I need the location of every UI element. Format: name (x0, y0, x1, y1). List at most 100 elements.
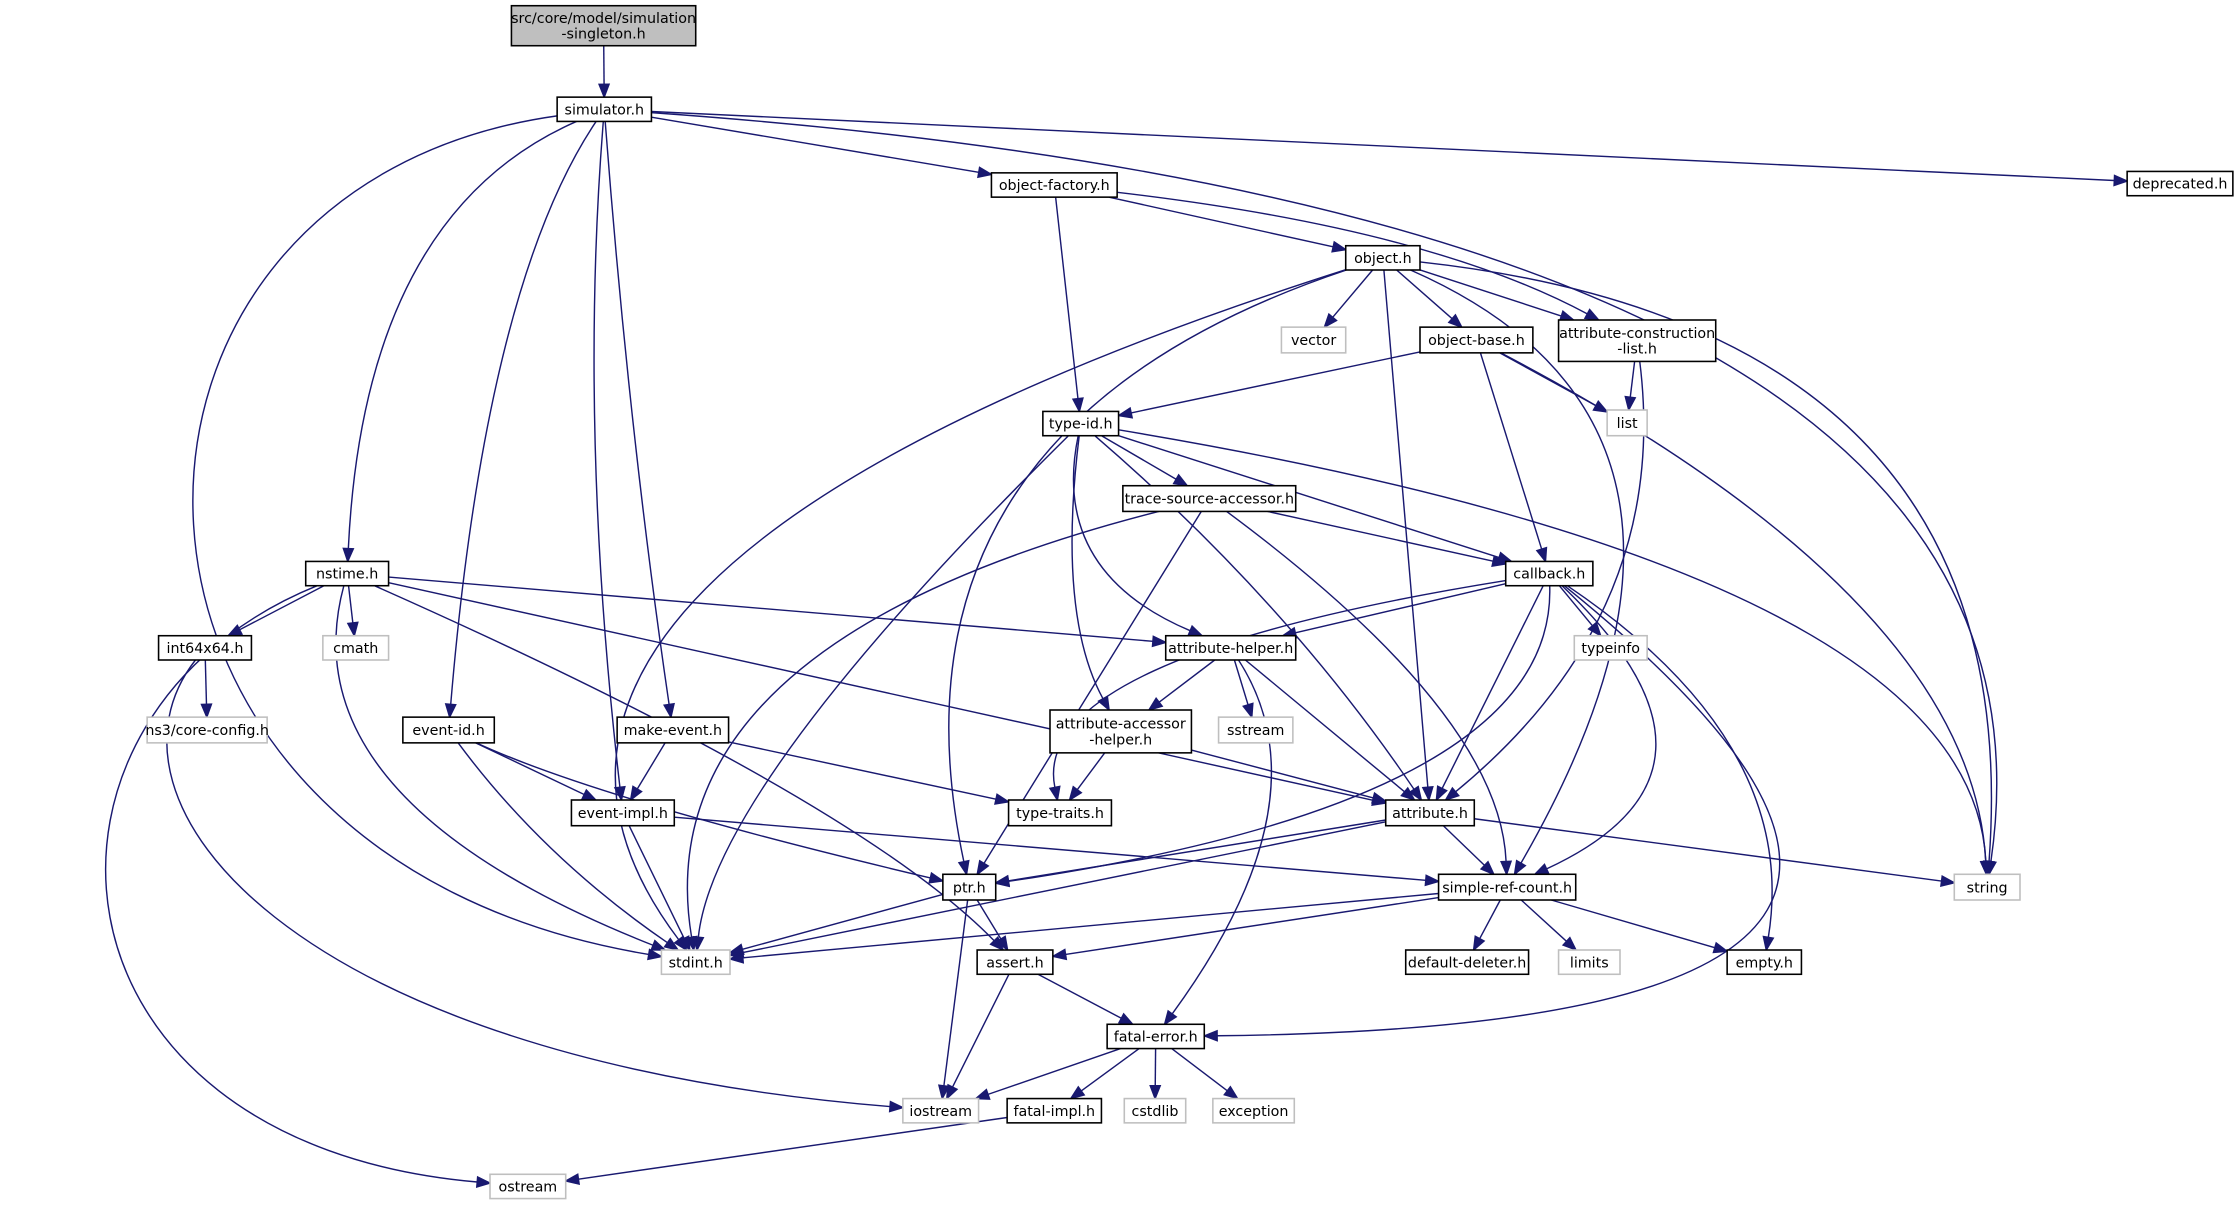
edge-make-event-to-event-impl (629, 742, 666, 802)
node-event-id[interactable]: event-id.h (402, 716, 496, 744)
node-attribute[interactable]: attribute.h (1384, 799, 1476, 827)
node-attribute-helper[interactable]: attribute-helper.h (1164, 634, 1297, 661)
edge-line (1076, 752, 1106, 791)
node-box (1606, 409, 1648, 437)
edge-attribute-helper-to-fatal-error (1163, 659, 1273, 1026)
edge-simulator-to-object-factory (651, 116, 994, 179)
node-attribute-construction-list[interactable]: attribute-construction-list.h (1557, 319, 1717, 363)
edge-line (728, 741, 997, 800)
edge-simulator-to-event-impl (593, 121, 626, 802)
edge-line (742, 893, 944, 951)
node-label: exception (1219, 1104, 1289, 1120)
node-int64x64[interactable]: int64x64.h (157, 634, 253, 661)
node-label: list (1617, 416, 1638, 432)
edge-type-id-to-attribute-helper (1072, 435, 1204, 637)
node-list: list (1606, 409, 1648, 437)
node-stdint: stdint.h (660, 949, 731, 976)
node-label: ns3/core-config.h (145, 723, 269, 739)
node-label: default-deleter.h (1408, 955, 1526, 971)
arrowhead-icon (1071, 397, 1084, 414)
arrowhead-icon (994, 793, 1011, 805)
arrowhead-icon (1068, 785, 1083, 802)
edge-event-impl-to-stdint (628, 825, 691, 952)
node-nstime[interactable]: nstime.h (304, 560, 390, 587)
edge-line (450, 121, 597, 705)
node-box (1437, 873, 1577, 901)
node-make-event[interactable]: make-event.h (616, 716, 730, 744)
node-label: cmath (333, 641, 378, 657)
arrowhead-icon (1223, 1085, 1240, 1100)
node-label: object-base.h (1428, 333, 1525, 349)
arrowhead-icon (728, 943, 745, 955)
edge-attribute-accessor-helper-to-attribute (1191, 749, 1388, 804)
edge-line (475, 742, 585, 796)
edge-object-to-attribute (1383, 269, 1434, 802)
node-attribute-accessor-helper[interactable]: attribute-accessor-helper.h (1049, 709, 1193, 754)
edge-callback-to-attribute (1435, 585, 1544, 802)
node-type-traits[interactable]: type-traits.h (1007, 799, 1113, 827)
node-cmath: cmath (322, 634, 390, 661)
node-label: cstdlib (1132, 1104, 1179, 1120)
arrowhead-icon (650, 939, 667, 951)
node-default-deleter[interactable]: default-deleter.h (1404, 949, 1530, 976)
arrowhead-icon (1712, 941, 1730, 954)
edge-object-to-vector (1323, 269, 1374, 329)
edge-line (1629, 361, 1636, 398)
node-assert[interactable]: assert.h (976, 949, 1054, 976)
node-deprecated[interactable]: deprecated.h (2126, 170, 2234, 197)
node-object-factory[interactable]: object-factory.h (990, 172, 1118, 198)
edge-line (1008, 819, 1386, 882)
node-root[interactable]: src/core/model/simulation-singleton.h (510, 4, 697, 47)
edge-line (1101, 435, 1177, 480)
node-simulator[interactable]: simulator.h (556, 96, 653, 123)
edge-simulator-to-deprecated (651, 110, 2130, 187)
edge-int64x64-to-core-config (200, 659, 213, 720)
edge-line (239, 585, 325, 631)
edge-line (1008, 585, 1551, 883)
node-label: vector (1291, 333, 1336, 349)
node-trace-source-accessor[interactable]: trace-source-accessor.h (1122, 484, 1297, 513)
edge-simple-ref-count-to-limits (1520, 899, 1578, 952)
node-fatal-impl[interactable]: fatal-impl.h (1006, 1097, 1103, 1124)
node-simple-ref-count[interactable]: simple-ref-count.h (1437, 873, 1577, 901)
node-ptr[interactable]: ptr.h (942, 873, 997, 901)
node-type-id[interactable]: type-id.h (1042, 410, 1120, 437)
node-callback[interactable]: callback.h (1504, 560, 1594, 587)
node-exception: exception (1212, 1097, 1296, 1124)
edge-line (1383, 269, 1429, 788)
node-object-base[interactable]: object-base.h (1419, 326, 1534, 354)
node-empty[interactable]: empty.h (1726, 949, 1803, 976)
arrowhead-icon (1421, 785, 1434, 802)
node-label: type-traits.h (1016, 806, 1104, 822)
node-object[interactable]: object.h (1344, 244, 1421, 271)
edge-line (987, 1047, 1121, 1096)
arrowhead-icon (976, 859, 990, 876)
node-label: typeinfo (1581, 641, 1640, 657)
edge-type-id-to-string (1118, 429, 1992, 877)
node-fatal-error[interactable]: fatal-error.h (1106, 1023, 1206, 1050)
edge-nstime-to-cmath (346, 585, 359, 638)
edge-line (1551, 899, 1716, 949)
arrowhead-icon (1172, 473, 1189, 487)
node-event-impl[interactable]: event-impl.h (570, 799, 676, 827)
edge-type-id-to-stdint (692, 435, 1069, 952)
arrowhead-icon (1149, 1084, 1162, 1101)
node-label: fatal-impl.h (1013, 1104, 1095, 1120)
arrowhead-icon (1472, 935, 1486, 952)
edge-callback-to-typeinfo (1558, 585, 1602, 638)
edge-nstime-to-assert (374, 585, 1005, 952)
edge-fatal-error-to-iostream (973, 1047, 1121, 1100)
edge-object-base-to-callback (1479, 352, 1548, 564)
edge-line (697, 435, 1069, 938)
edge-nstime-to-int64x64 (226, 585, 325, 637)
node-box (1557, 319, 1717, 363)
edge-line (636, 742, 666, 790)
node-label: object-factory.h (999, 178, 1110, 194)
node-box (510, 4, 697, 47)
node-box (902, 1097, 980, 1124)
edge-line (1410, 269, 1625, 864)
edge-object-factory-to-object (1108, 196, 1348, 253)
arrowhead-icon (1444, 786, 1460, 802)
arrowhead-icon (1424, 874, 1441, 887)
arrowhead-icon (977, 166, 994, 179)
